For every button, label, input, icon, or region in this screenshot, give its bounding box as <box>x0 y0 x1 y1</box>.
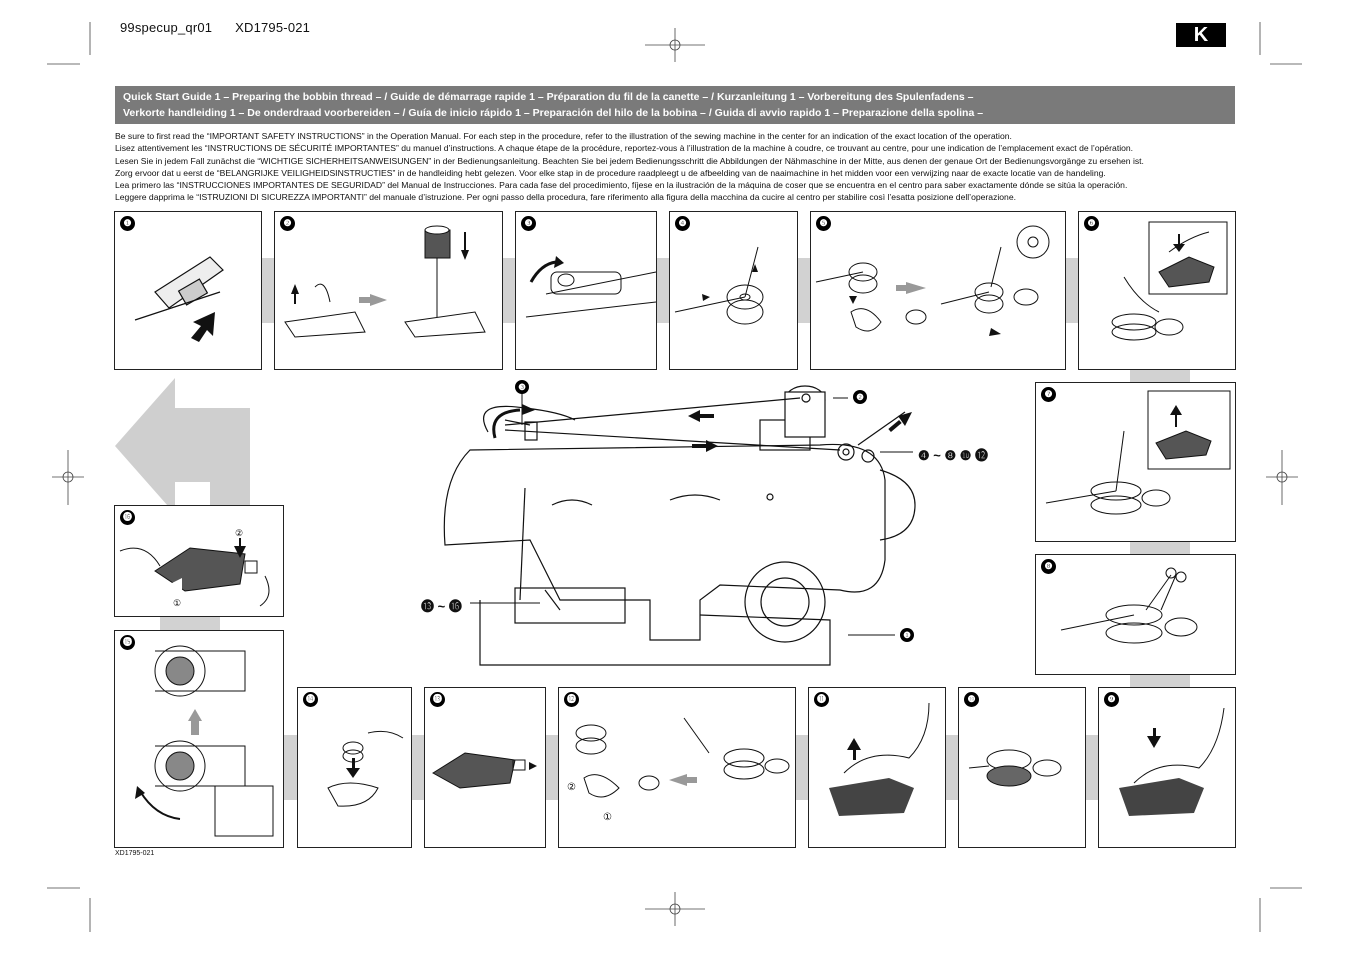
doc-code: XD1795-021 <box>235 20 311 35</box>
step-number: ❺ <box>816 216 831 231</box>
gray-tab <box>160 617 220 630</box>
callout-1: ❶ <box>900 628 914 642</box>
step-panel-16: ⓰ ② ① <box>114 505 284 617</box>
step-panel-10: ❿ <box>958 687 1086 848</box>
step-number: ❼ <box>1041 387 1056 402</box>
step-panel-14: ⓮ <box>297 687 412 848</box>
step-number: ⓬ <box>564 692 579 707</box>
language-badge: K <box>1176 23 1226 47</box>
intro-es: Lea primero las “INSTRUCCIONES IMPORTANT… <box>115 180 1128 191</box>
step-panel-8: ❽ <box>1035 554 1236 675</box>
step-number: ❿ <box>964 692 979 707</box>
sub-label: ① <box>603 812 612 823</box>
intro-it: Leggere dapprima le “ISTRUZIONI DI SICUR… <box>115 192 1017 203</box>
foot-on-pedal-icon <box>1119 707 1225 816</box>
gray-tab <box>502 258 516 323</box>
footer-code: XD1795-021 <box>115 850 155 857</box>
header-file-info: 99specup_qr01 XD1795-021 <box>120 20 310 35</box>
foot-pedal-release-icon <box>1045 390 1231 515</box>
gray-tab <box>797 258 810 323</box>
foot-pedal-press-icon <box>1111 221 1228 341</box>
callout-3: ❸ <box>515 380 529 394</box>
gray-tab <box>284 735 297 800</box>
scissors-trim-icon <box>1060 567 1198 644</box>
step-panel-6: ❻ <box>1078 211 1236 370</box>
step-number: ⓫ <box>814 692 829 707</box>
step-number: ⓮ <box>303 692 318 707</box>
gray-tab <box>545 735 558 800</box>
step-panel-2: ❷ <box>274 211 503 370</box>
intro-nl: Zorg ervoor dat u eerst de “BELANGRIJKE … <box>115 167 1106 178</box>
sub-label: ② <box>567 782 576 793</box>
step-panel-9: ❾ <box>1098 687 1236 848</box>
step-number: ❸ <box>521 216 536 231</box>
step-number: ⓭ <box>430 692 445 707</box>
remove-bobbin-icon: ② ① <box>567 717 790 823</box>
step-panel-3: ❸ <box>515 211 657 370</box>
gray-tab <box>1086 735 1099 800</box>
step-number: ⓯ <box>120 635 135 650</box>
callout-4-range: ❹ ~ ❽ ❿ ⓬ <box>918 448 989 463</box>
step-number: ❶ <box>120 216 135 231</box>
foot-lift-pedal-icon <box>829 702 930 816</box>
insert-bobbin-icon <box>327 730 404 807</box>
banner-line-1: Quick Start Guide 1 – Preparing the bobb… <box>123 91 974 103</box>
spool-pin-icon <box>284 225 486 338</box>
intro-text: Be sure to first read the “IMPORTANT SAF… <box>115 130 1240 204</box>
callout-2: ❷ <box>853 390 867 404</box>
step-panel-4: ❹ <box>669 211 798 370</box>
bobbin-case-icon <box>135 645 274 837</box>
gray-tab <box>656 258 669 323</box>
sub-label: ② <box>235 528 243 538</box>
step-panel-13: ⓭ <box>424 687 546 848</box>
gray-tab <box>795 735 808 800</box>
step-number: ❾ <box>1104 692 1119 707</box>
intro-fr: Lisez attentivement les “INSTRUCTIONS DE… <box>115 143 1134 154</box>
sub-label: ① <box>173 598 181 608</box>
step-panel-12: ⓬ ② ① <box>558 687 796 848</box>
step-number: ❷ <box>280 216 295 231</box>
gray-tab <box>1065 258 1078 323</box>
intro-en: Be sure to first read the “IMPORTANT SAF… <box>115 131 1012 141</box>
step-panel-1: ❶ <box>114 211 262 370</box>
power-switch-icon <box>134 256 224 342</box>
step-panel-15: ⓯ <box>114 630 284 848</box>
step-number: ❻ <box>1084 216 1099 231</box>
step-panel-7: ❼ <box>1035 382 1236 542</box>
thread-guide-icon <box>525 256 657 318</box>
gray-tab <box>1130 675 1190 687</box>
gray-tab <box>945 735 958 800</box>
step-number: ❽ <box>1041 559 1056 574</box>
title-banner: Quick Start Guide 1 – Preparing the bobb… <box>115 86 1235 124</box>
bobbin-winder-icon <box>815 225 1050 336</box>
step-panel-5: ❺ <box>810 211 1066 370</box>
gray-tab <box>262 258 275 323</box>
banner-line-2: Verkorte handleiding 1 – De onderdraad v… <box>123 107 984 119</box>
gray-tab <box>1130 370 1190 382</box>
wound-bobbin-icon <box>968 749 1062 787</box>
callout-13-range: ⓭ ~ ⓰ <box>421 599 462 614</box>
file-name: 99specup_qr01 <box>120 20 213 35</box>
close-cover-icon: ② ① <box>119 528 270 608</box>
gray-tab <box>411 735 425 800</box>
bobbin-icon <box>674 246 764 325</box>
intro-de: Lesen Sie in jedem Fall zunächst die “WI… <box>115 155 1144 166</box>
step-number: ⓰ <box>120 510 135 525</box>
gray-tab <box>1130 542 1190 554</box>
step-number: ❹ <box>675 216 690 231</box>
step-panel-11: ⓫ <box>808 687 946 848</box>
bobbin-cover-icon <box>432 752 537 789</box>
